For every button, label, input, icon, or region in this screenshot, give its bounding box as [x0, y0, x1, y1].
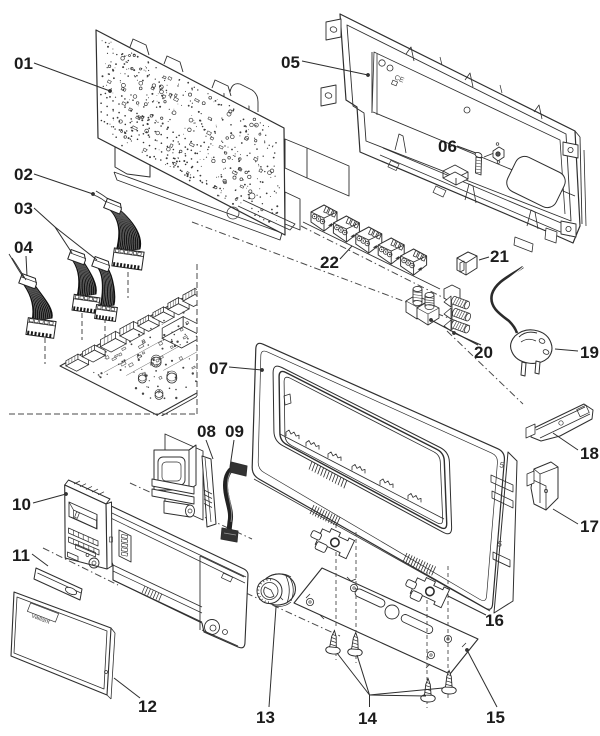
svg-text:12: 12 [138, 697, 157, 716]
svg-text:01: 01 [14, 54, 33, 73]
svg-text:20: 20 [474, 343, 493, 362]
svg-text:CE: CE [393, 74, 405, 84]
svg-text:08: 08 [197, 422, 216, 441]
svg-text:13: 13 [256, 708, 275, 727]
svg-text:03: 03 [14, 199, 33, 218]
svg-text:15: 15 [486, 708, 505, 727]
svg-text:17: 17 [580, 517, 599, 536]
svg-text:10: 10 [12, 495, 31, 514]
svg-text:5: 5 [497, 539, 504, 549]
svg-text:19: 19 [580, 343, 599, 362]
svg-text:02: 02 [14, 165, 33, 184]
svg-text:05: 05 [281, 53, 300, 72]
svg-text:16: 16 [485, 611, 504, 630]
svg-text:5: 5 [499, 460, 506, 470]
svg-text:18: 18 [580, 444, 599, 463]
svg-text:11: 11 [12, 546, 30, 565]
svg-text:14: 14 [358, 709, 377, 728]
svg-text:06: 06 [438, 137, 457, 156]
svg-text:04: 04 [14, 238, 33, 257]
svg-text:09: 09 [225, 422, 244, 441]
svg-text:07: 07 [209, 359, 228, 378]
svg-text:22: 22 [320, 253, 339, 272]
svg-text:21: 21 [490, 247, 509, 266]
